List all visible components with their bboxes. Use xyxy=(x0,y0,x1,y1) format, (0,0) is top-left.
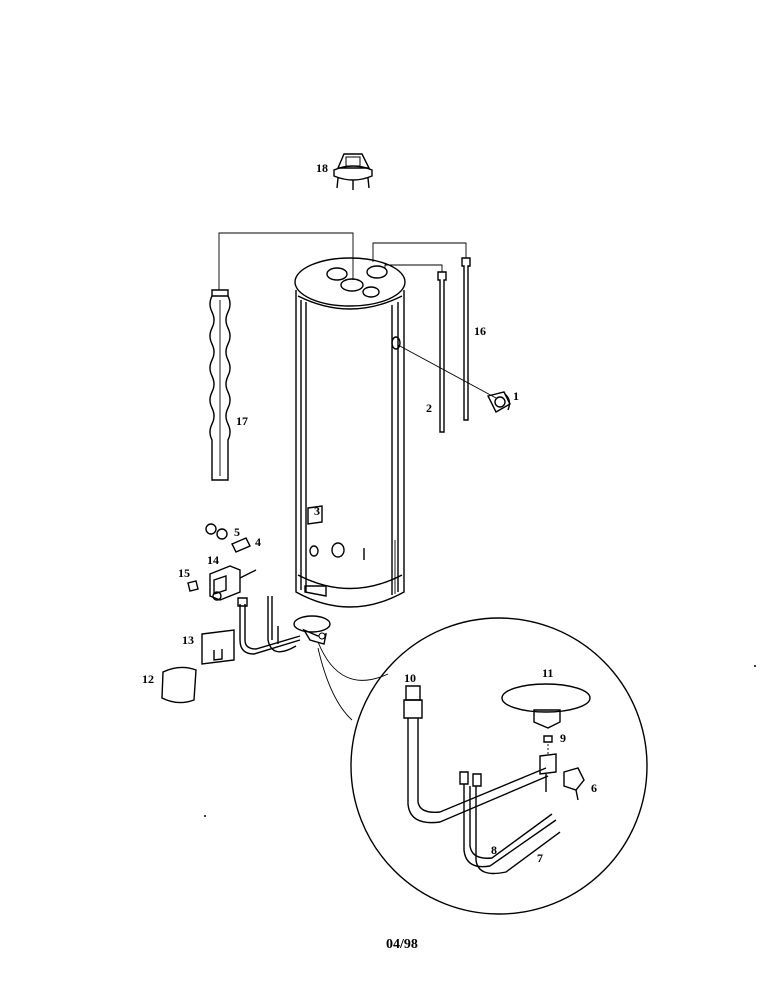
part-5-nut xyxy=(205,523,228,540)
part-10-manifold-tube xyxy=(403,685,549,824)
callout-18: 18 xyxy=(316,161,328,175)
part-4-fitting xyxy=(231,537,251,553)
burner-assembly-small xyxy=(237,596,331,655)
part-9-pilot-bracket xyxy=(539,735,557,792)
magnifier-leader xyxy=(317,641,389,721)
tank-body xyxy=(294,257,406,608)
part-2-dip-tube xyxy=(437,271,447,433)
part-17-anode-rod xyxy=(209,289,231,481)
part-12-outer-door xyxy=(161,666,197,704)
part-6-thermocouple-bracket xyxy=(563,767,585,801)
callout-2: 2 xyxy=(426,401,432,415)
callout-6: 6 xyxy=(591,781,597,795)
callout-1: 1 xyxy=(513,389,519,403)
callout-8: 8 xyxy=(491,843,497,857)
date-code: 04/98 xyxy=(386,937,418,952)
leader-anode xyxy=(218,232,354,290)
callout-16: 16 xyxy=(474,324,486,338)
leader-relief-tube xyxy=(384,264,443,272)
callout-17: 17 xyxy=(236,414,248,428)
callout-9: 9 xyxy=(560,731,566,745)
part-13-inner-door xyxy=(201,629,235,665)
callout-14: 14 xyxy=(207,553,219,567)
part-15-plug xyxy=(187,580,199,592)
callout-12: 12 xyxy=(142,672,154,686)
scan-speck xyxy=(204,815,206,817)
part-16-relief-tube xyxy=(461,257,471,421)
callout-11: 11 xyxy=(542,666,553,680)
scan-speck xyxy=(754,665,756,667)
detail-magnifier-circle xyxy=(350,617,648,915)
part-14-gas-valve xyxy=(209,565,257,601)
callout-15: 15 xyxy=(178,566,190,580)
part-18-inlet-cap xyxy=(333,153,373,190)
part-7-pilot-tube xyxy=(472,773,561,875)
leader-dip-tube xyxy=(372,242,467,262)
callout-3: 3 xyxy=(314,504,320,518)
callout-10: 10 xyxy=(404,671,416,685)
leader-drain-valve xyxy=(397,344,497,399)
callout-13: 13 xyxy=(182,633,194,647)
callout-4: 4 xyxy=(255,535,261,549)
callout-7: 7 xyxy=(537,851,543,865)
part-1-drain-valve xyxy=(486,391,511,413)
part-11-burner xyxy=(501,683,591,729)
callout-5: 5 xyxy=(234,525,240,539)
